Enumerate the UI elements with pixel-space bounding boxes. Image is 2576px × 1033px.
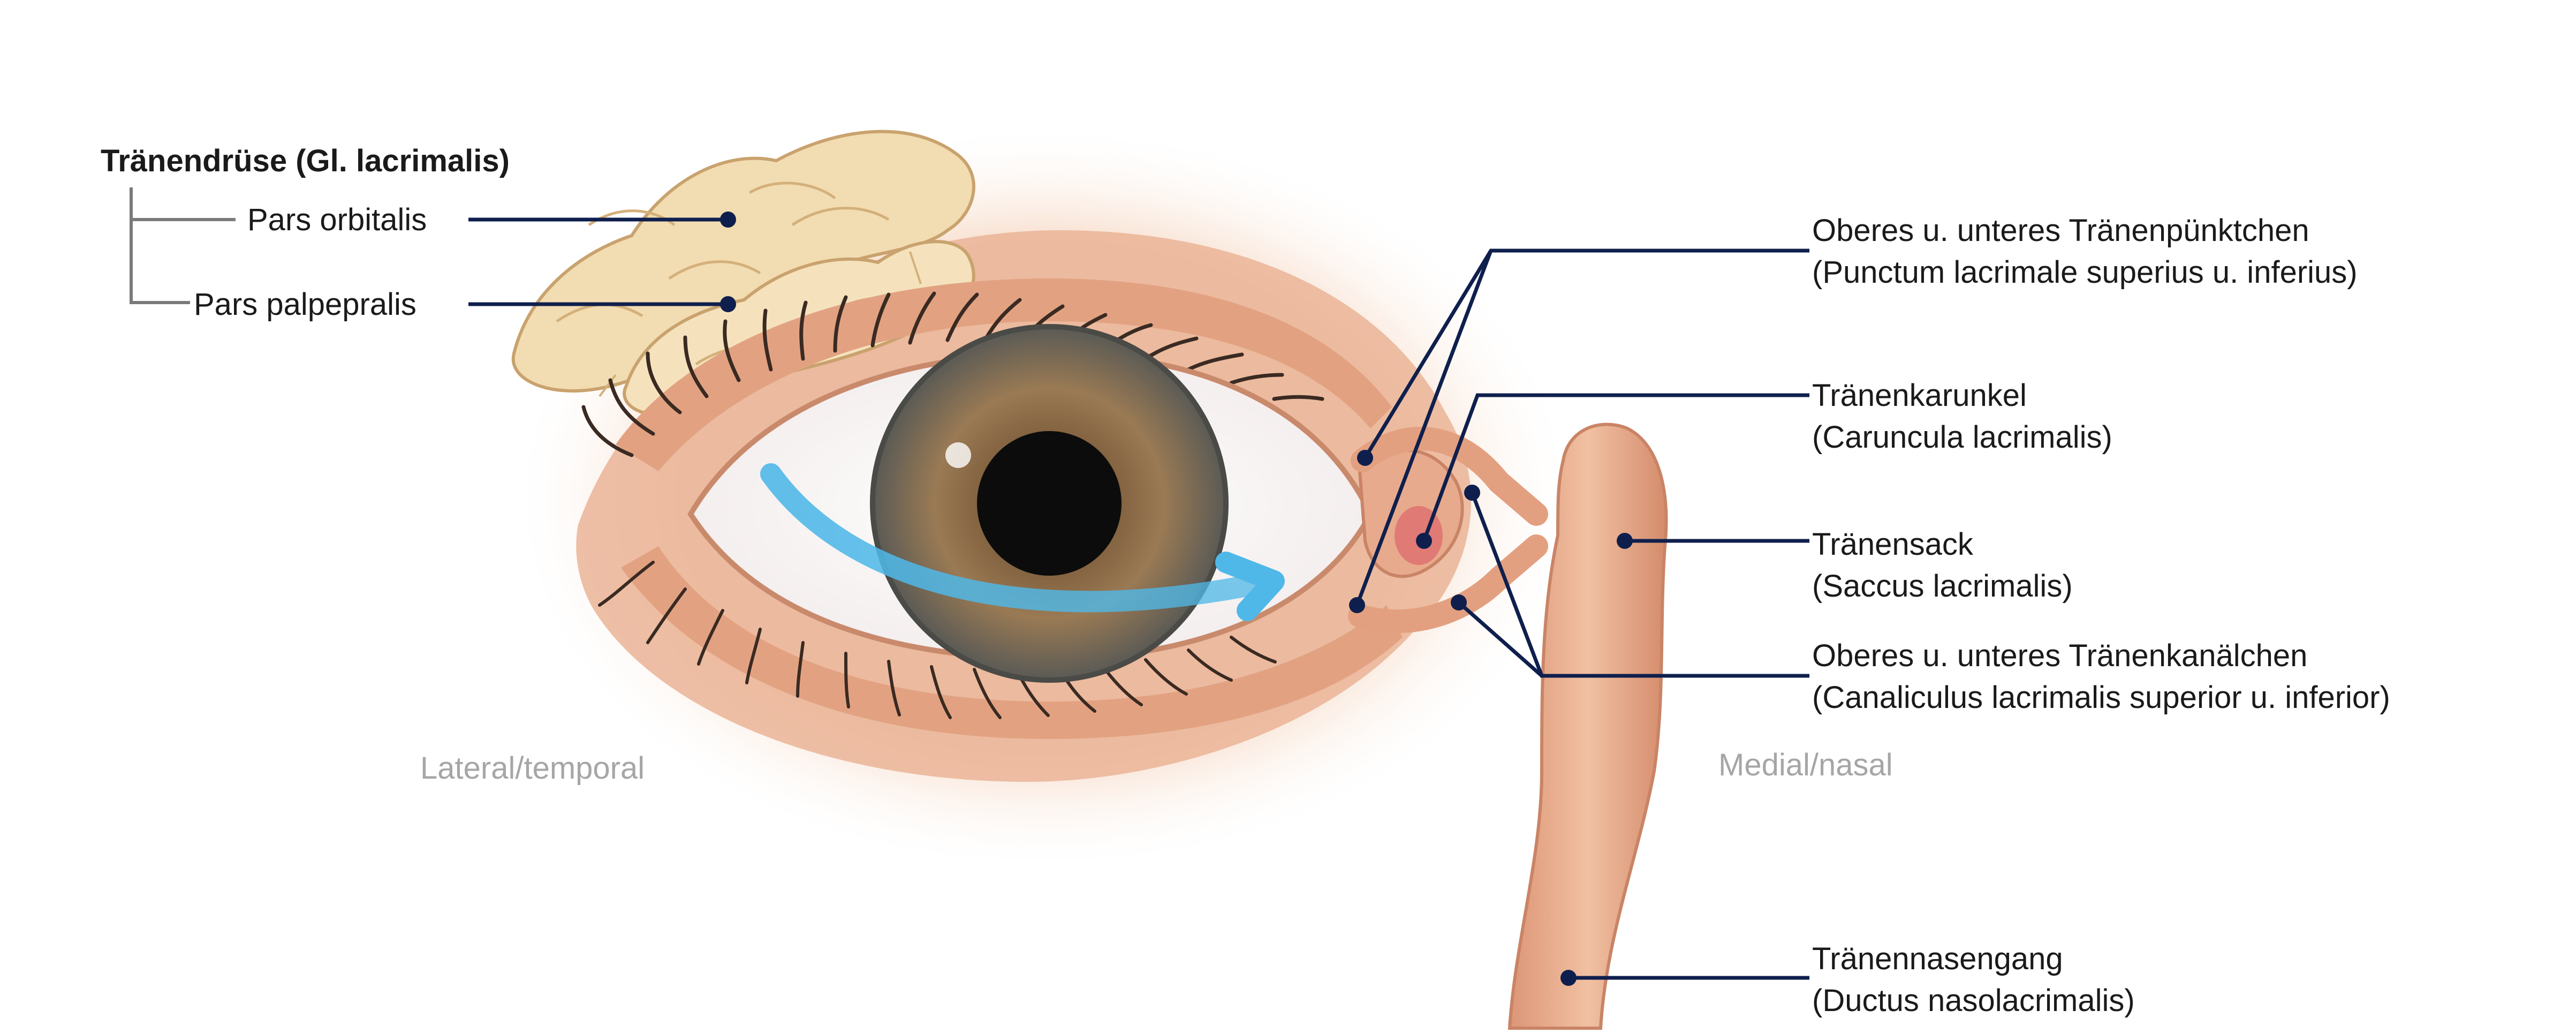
leader-canaliculi — [1457, 492, 1809, 678]
label-pars-orbitalis: Pars orbitalis — [247, 202, 427, 237]
label-canaliculi-de: Oberes u. unteres Tränenkanälchen — [1812, 638, 2308, 673]
label-canaliculi-la: (Canaliculus lacrimalis superior u. infe… — [1812, 680, 2390, 715]
orientation-medial: Medial/nasal — [1718, 748, 1893, 782]
lower-eyelid — [621, 546, 1403, 739]
label-duct-de: Tränennasengang — [1812, 941, 2063, 976]
lower-canaliculus — [1348, 534, 1548, 634]
corneal-highlight — [945, 442, 971, 468]
label-caruncle-la: (Caruncula lacrimalis) — [1812, 420, 2112, 455]
label-pars-palpebralis: Pars palpepralis — [194, 287, 416, 322]
gland-bracket — [130, 187, 236, 304]
label-duct-la: (Ductus nasolacrimalis) — [1812, 983, 2135, 1018]
label-sac-de: Tränensack — [1812, 527, 1973, 562]
label-sac-la: (Saccus lacrimalis) — [1812, 569, 2073, 604]
tear-flow-arrow — [760, 463, 1285, 621]
label-caruncle-de: Tränenkarunkel — [1812, 378, 2027, 413]
leader-dots — [720, 212, 1633, 986]
leader-caruncle — [1422, 393, 1809, 542]
label-puncta-la: (Punctum lacrimale superius u. inferius) — [1812, 255, 2358, 290]
pupil — [977, 431, 1122, 576]
upper-eyelid — [616, 278, 1392, 471]
lacrimal-sac-and-duct — [1507, 423, 1668, 1030]
leader-puncta — [1355, 248, 1809, 606]
upper-canaliculus — [1351, 427, 1548, 526]
iris-ring — [870, 324, 1229, 683]
leader-lines — [468, 217, 1809, 980]
orientation-lateral: Lateral/temporal — [420, 751, 645, 786]
gland-title: Tränendrüse (Gl. lacrimalis) — [101, 144, 510, 178]
label-puncta-de: Oberes u. unteres Tränenpünktchen — [1812, 213, 2309, 248]
